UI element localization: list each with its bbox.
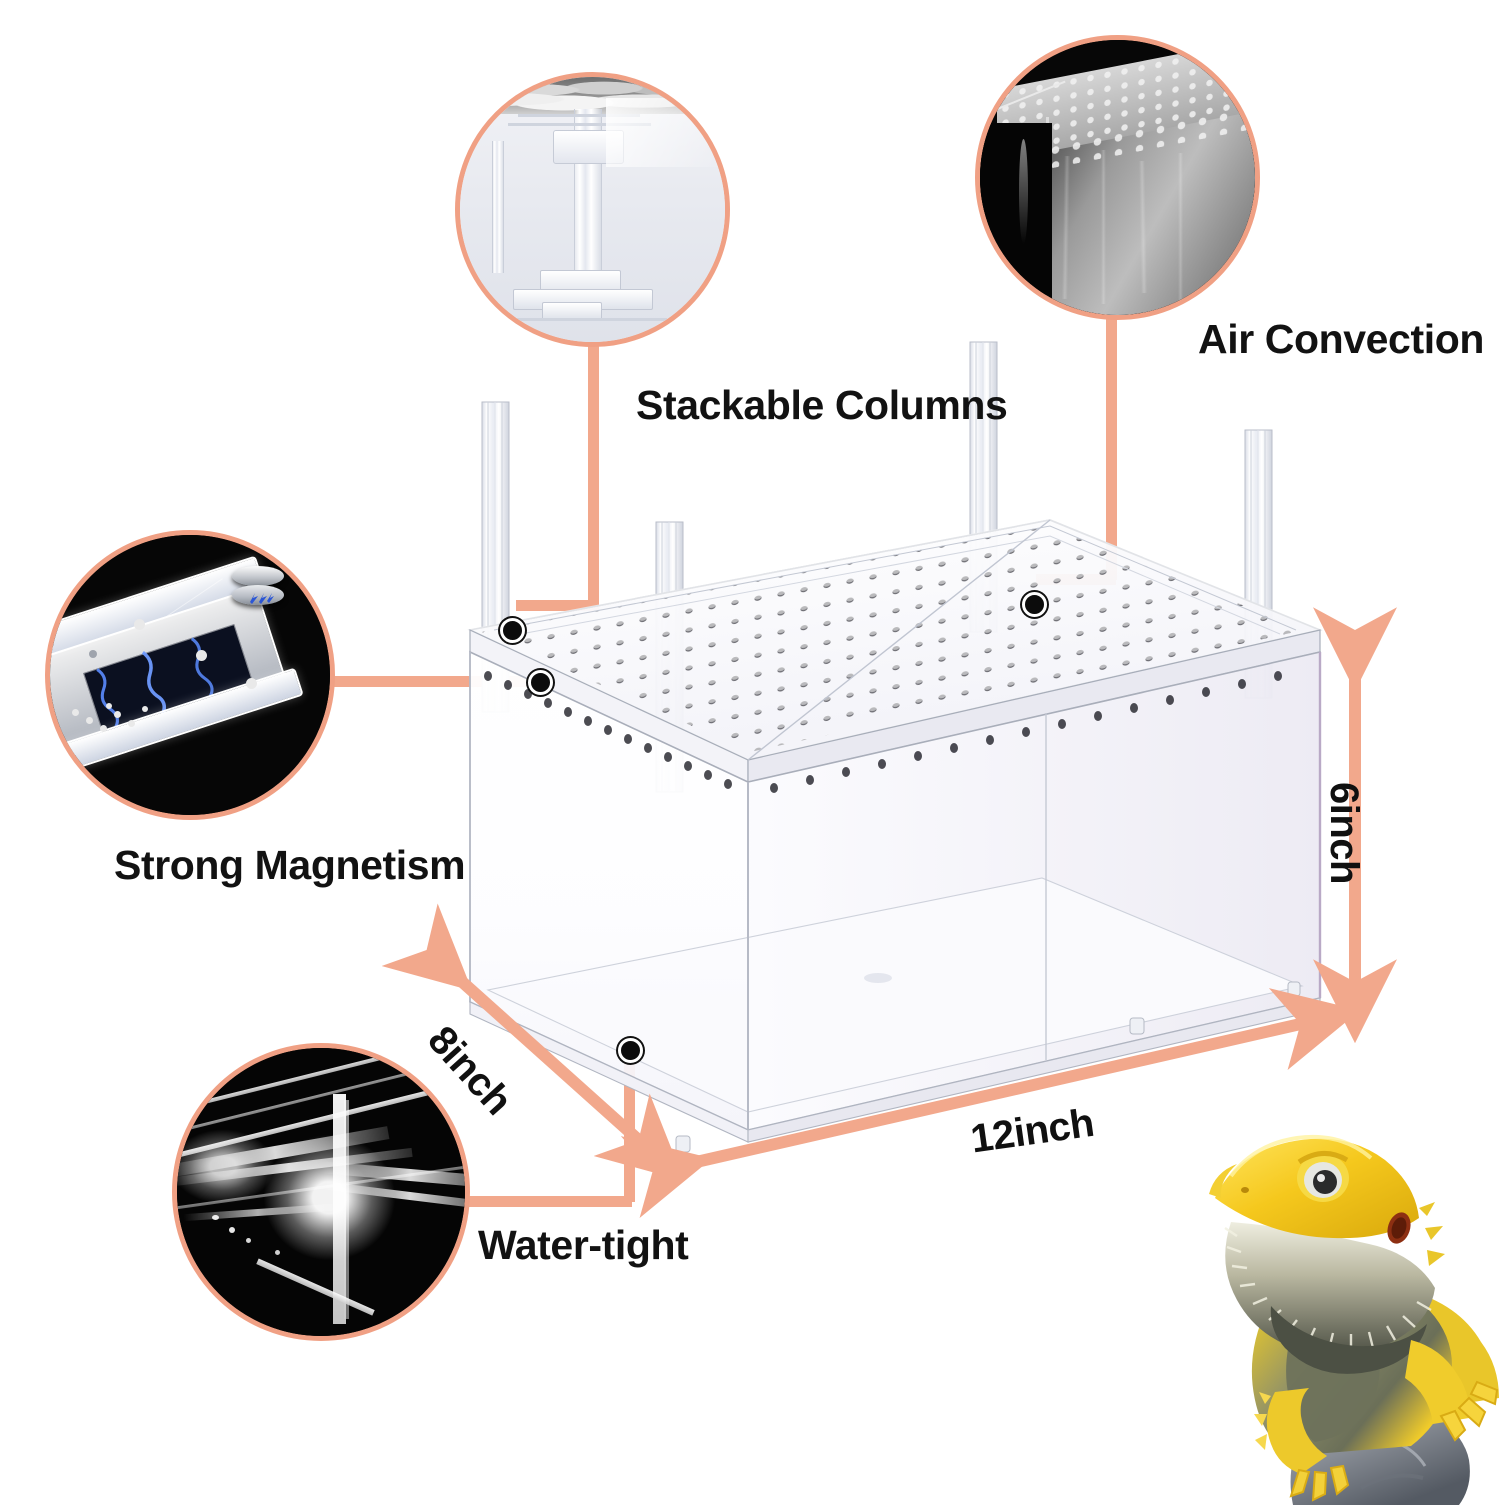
callout-air-convection — [975, 35, 1260, 320]
callout-label-water-tight: Water-tight — [478, 1222, 689, 1268]
callout-label-strong-magnetism: Strong Magnetism — [114, 842, 466, 888]
connector-stackable-columns-vertical — [588, 345, 599, 610]
column-socket-back-left — [500, 618, 525, 643]
callout-air-convection-image — [980, 40, 1255, 315]
callout-strong-magnetism — [45, 530, 335, 820]
callout-water-tight-image — [177, 1048, 465, 1336]
callout-stackable-columns-image — [460, 77, 725, 342]
connector-strong-magnetism-horizontal — [330, 676, 552, 687]
callout-label-air-convection: Air Convection — [1198, 316, 1484, 362]
callout-stackable-columns — [455, 72, 730, 347]
magnet-icon — [232, 565, 284, 586]
callout-water-tight — [172, 1043, 470, 1341]
connector-water-tight-horizontal — [432, 1196, 632, 1207]
magnet-icon-lower — [232, 585, 284, 606]
dimension-label-height: 6inch — [1322, 782, 1366, 884]
callout-strong-magnetism-image — [50, 535, 330, 815]
connector-air-convection-vertical — [1106, 318, 1117, 580]
column-socket-front-bottom — [618, 1038, 643, 1063]
connector-stackable-columns-horizontal — [516, 600, 594, 611]
column-socket-back-right — [1022, 592, 1047, 617]
column-socket-front-left — [528, 670, 553, 695]
callout-label-stackable-columns: Stackable Columns — [636, 382, 1008, 428]
bearded-dragon-photo — [1175, 1040, 1500, 1505]
